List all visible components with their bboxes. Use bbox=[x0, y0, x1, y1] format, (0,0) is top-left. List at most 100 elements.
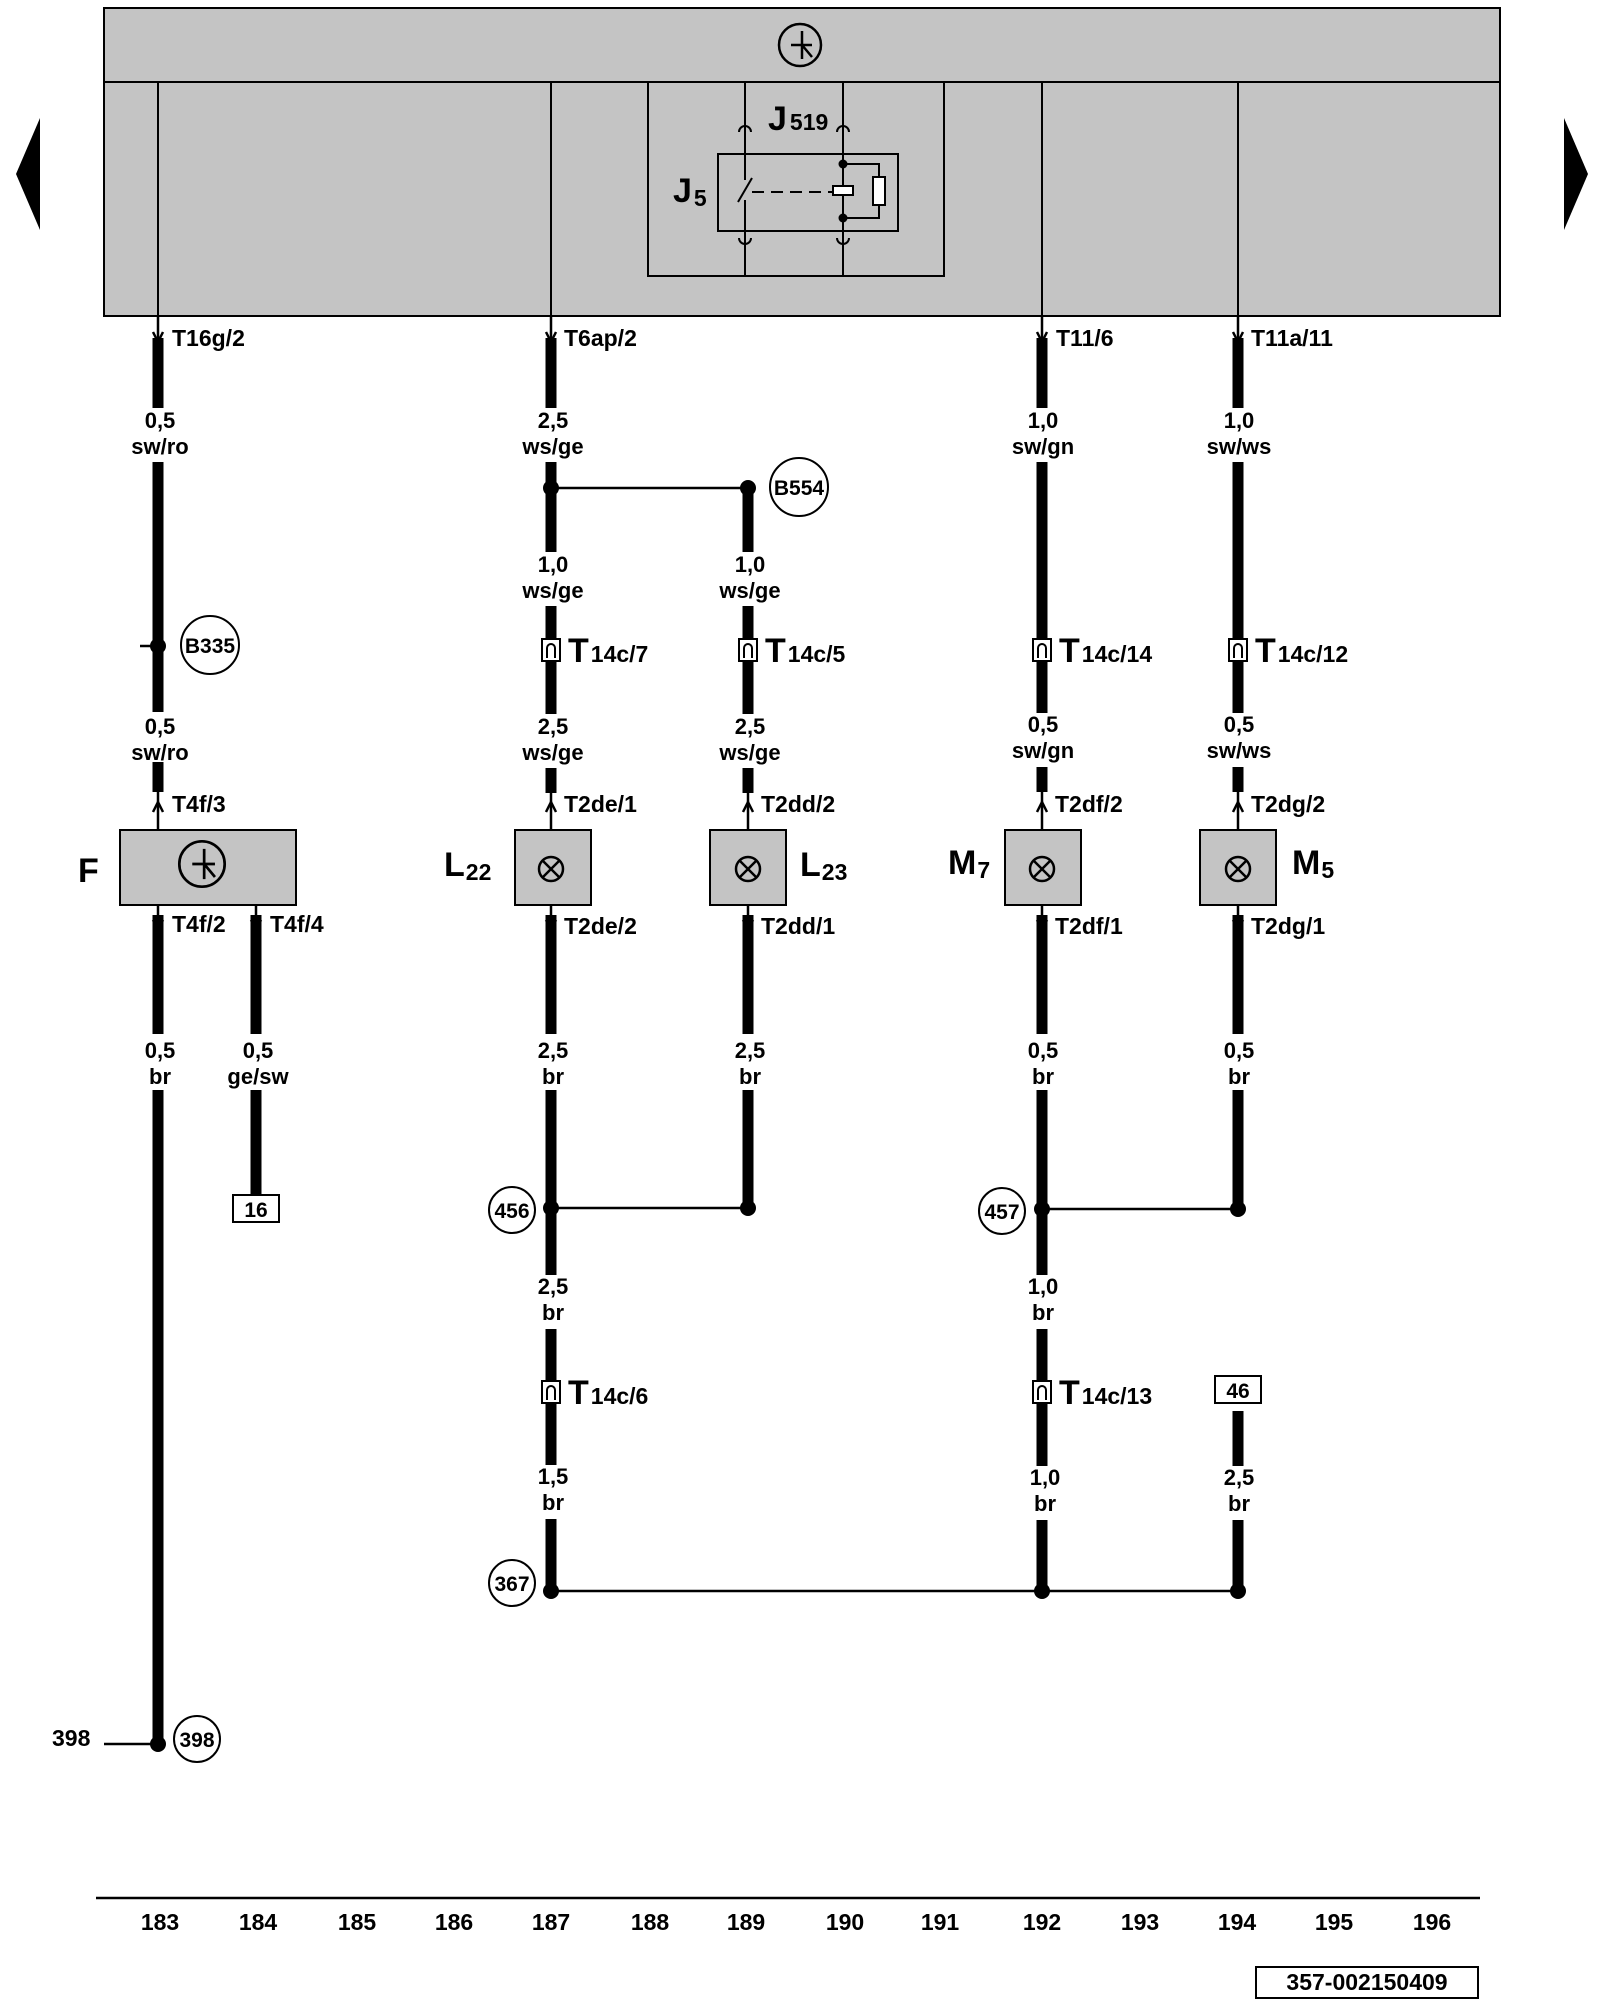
wire-color-label: br bbox=[149, 1064, 171, 1089]
wire-size-label: 1,0 bbox=[735, 552, 766, 577]
component-label-l22: L22 bbox=[444, 846, 491, 885]
connector-t14c-12: T14c/12 bbox=[1228, 632, 1348, 670]
component-label-m7: M7 bbox=[948, 844, 990, 883]
component-l22-lamp: L22 bbox=[444, 829, 592, 906]
wire-color-label: sw/gn bbox=[1012, 738, 1074, 763]
column-number: 186 bbox=[435, 1909, 473, 1935]
connector-t14c-13: T14c/13 bbox=[1032, 1374, 1152, 1412]
wire-size-label: 1,0 bbox=[1224, 408, 1255, 433]
pin-label: T2dg/2 bbox=[1251, 791, 1325, 817]
reference-box-46[interactable]: 46 bbox=[1214, 1375, 1262, 1404]
svg-text:B335: B335 bbox=[185, 635, 236, 658]
wire-color-label: ws/ge bbox=[718, 740, 780, 765]
pin-label: T4f/4 bbox=[270, 911, 324, 937]
wire-color-label: ge/sw bbox=[227, 1064, 289, 1089]
wire-color-label: br bbox=[542, 1300, 564, 1325]
wire-size-label: 2,5 bbox=[1224, 1465, 1255, 1490]
wire-size-label: 0,5 bbox=[1028, 712, 1059, 737]
next-page-icon[interactable] bbox=[1564, 118, 1588, 230]
wire-color-label: ws/ge bbox=[521, 740, 583, 765]
svg-text:B554: B554 bbox=[774, 477, 825, 500]
pin-label: T2dg/1 bbox=[1251, 913, 1325, 939]
column-number: 191 bbox=[921, 1909, 960, 1935]
wire-color-label: sw/ro bbox=[131, 740, 188, 765]
column-number: 196 bbox=[1413, 1909, 1451, 1935]
svg-text:T14c/12: T14c/12 bbox=[1255, 632, 1348, 670]
wire-size-label: 2,5 bbox=[538, 714, 569, 739]
wire-color-label: sw/ws bbox=[1207, 434, 1272, 459]
wire-size-label: 0,5 bbox=[145, 714, 176, 739]
pin-label: T2df/1 bbox=[1055, 913, 1123, 939]
relay-j5-label: J5 bbox=[673, 172, 707, 211]
reference-box-16[interactable]: 16 bbox=[232, 1194, 280, 1223]
pin-label: T2de/2 bbox=[564, 913, 637, 939]
connection-point-398[interactable]: 398 bbox=[173, 1715, 221, 1763]
wire-color-label: br bbox=[739, 1064, 761, 1089]
connector-t14c-5: T14c/5 bbox=[738, 632, 846, 670]
column-numbers: 183 184 185 186 187 188 189 190 191 192 … bbox=[141, 1909, 1451, 1935]
svg-text:367: 367 bbox=[494, 1573, 529, 1596]
pin-label: T4f/2 bbox=[172, 911, 226, 937]
component-label-f: F bbox=[78, 852, 99, 890]
column-number: 188 bbox=[631, 1909, 670, 1935]
column-number: 185 bbox=[338, 1909, 377, 1935]
wire-color-label: sw/ro bbox=[131, 434, 188, 459]
svg-text:T14c/7: T14c/7 bbox=[568, 632, 648, 670]
component-f-gauge: F bbox=[78, 829, 297, 906]
junction-lines bbox=[104, 486, 1238, 1746]
wire-color-label: br bbox=[542, 1064, 564, 1089]
column-number: 194 bbox=[1218, 1909, 1257, 1935]
wire-color-label: br bbox=[1228, 1064, 1250, 1089]
wire-color-label: br bbox=[1032, 1300, 1054, 1325]
column-number: 189 bbox=[727, 1909, 765, 1935]
svg-text:T14c/14: T14c/14 bbox=[1059, 632, 1152, 670]
wire-size-label: 2,5 bbox=[538, 1274, 569, 1299]
connector-t14c-6: T14c/6 bbox=[541, 1374, 648, 1412]
connection-point-367[interactable]: 367 bbox=[488, 1559, 536, 1607]
connection-point-b335[interactable]: B335 bbox=[180, 615, 240, 675]
pin-label: T2dd/1 bbox=[761, 913, 835, 939]
wire-size-label: 2,5 bbox=[735, 1038, 766, 1063]
wire-color-label: br bbox=[1228, 1491, 1250, 1516]
connection-point-456[interactable]: 456 bbox=[488, 1186, 536, 1234]
connection-point-457[interactable]: 457 bbox=[978, 1187, 1026, 1235]
connector-t14c-14: T14c/14 bbox=[1032, 632, 1152, 670]
wires bbox=[152, 338, 1244, 1744]
column-number: 195 bbox=[1315, 1909, 1354, 1935]
column-number: 184 bbox=[239, 1909, 278, 1935]
wire-size-label: 0,5 bbox=[1224, 1038, 1255, 1063]
wire-labels: 0,5 sw/ro 0,5 sw/ro 0,5 br 0,5 ge/sw 2,5… bbox=[131, 408, 1271, 1516]
wire-color-label: ws/ge bbox=[521, 578, 583, 603]
wire-size-label: 0,5 bbox=[1028, 1038, 1059, 1063]
connection-point-b554[interactable]: B554 bbox=[769, 457, 829, 517]
column-number: 183 bbox=[141, 1909, 179, 1935]
prev-page-icon[interactable] bbox=[16, 118, 40, 230]
wire-size-label: 2,5 bbox=[735, 714, 766, 739]
wire-size-label: 1,5 bbox=[538, 1464, 569, 1489]
pin-label: T4f/3 bbox=[172, 791, 226, 817]
pin-labels: T4f/3 T4f/2 T4f/4 T2de/1 T2de/2 T2dd/2 T… bbox=[172, 791, 1325, 939]
column-number: 187 bbox=[532, 1909, 570, 1935]
component-label-m5: M5 bbox=[1292, 844, 1334, 883]
svg-text:457: 457 bbox=[984, 1201, 1019, 1224]
module-panel bbox=[103, 7, 1501, 317]
svg-text:T14c/6: T14c/6 bbox=[568, 1374, 648, 1412]
pin-label: T2df/2 bbox=[1055, 791, 1123, 817]
wire-size-label: 0,5 bbox=[1224, 712, 1255, 737]
wire-size-label: 1,0 bbox=[1028, 1274, 1059, 1299]
wire-color-label: sw/ws bbox=[1207, 738, 1272, 763]
bus-connector-label: T6ap/2 bbox=[564, 325, 637, 351]
svg-text:T14c/5: T14c/5 bbox=[765, 632, 846, 670]
reference-398-label[interactable]: 398 bbox=[52, 1725, 91, 1751]
wire-color-label: br bbox=[542, 1490, 564, 1515]
wire-size-label: 1,0 bbox=[1030, 1465, 1061, 1490]
svg-text:T14c/13: T14c/13 bbox=[1059, 1374, 1152, 1412]
thin-wire-stubs bbox=[156, 316, 1240, 930]
connector-t14c-7: T14c/7 bbox=[541, 632, 648, 670]
wire-size-label: 1,0 bbox=[1028, 408, 1059, 433]
wire-color-label: ws/ge bbox=[718, 578, 780, 603]
column-number: 190 bbox=[826, 1909, 864, 1935]
